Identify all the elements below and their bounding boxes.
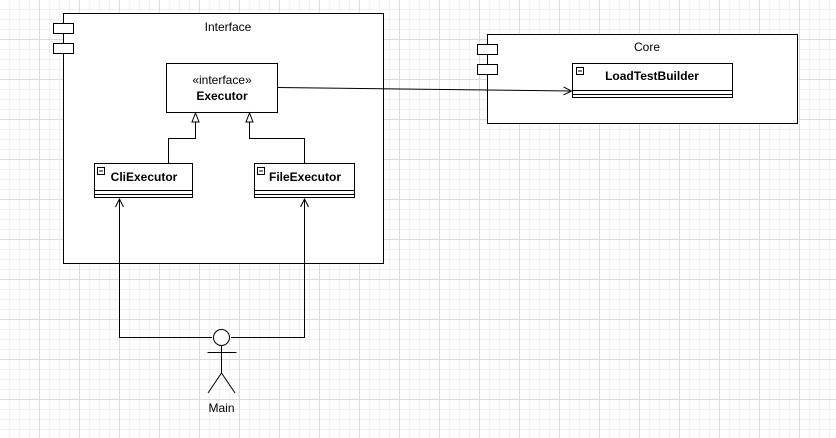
- core-package-title: Core: [634, 40, 660, 54]
- executor-stereotype: «interface»: [192, 73, 252, 87]
- cli-executor-name: CliExecutor: [111, 170, 178, 184]
- actor-stick-figure-icon: [207, 329, 237, 394]
- component-tab-icon: [53, 23, 74, 34]
- component-tab-icon: [477, 44, 498, 55]
- file-executor-class[interactable]: FileExecutor: [254, 163, 355, 198]
- hollow-triangle-arrowhead: [245, 111, 254, 123]
- main-actor[interactable]: Main: [207, 329, 237, 416]
- file-executor-name: FileExecutor: [269, 170, 341, 184]
- hollow-triangle-arrowhead: [191, 111, 200, 123]
- interface-package[interactable]: Interface: [53, 13, 384, 264]
- collapse-icon[interactable]: [97, 167, 105, 175]
- edge-main-to-file[interactable]: [231, 199, 305, 338]
- interface-package-title: Interface: [205, 20, 252, 34]
- dependency-edge-executor-to-builder[interactable]: [277, 88, 572, 92]
- executor-name: Executor: [196, 89, 248, 103]
- cli-executor-class[interactable]: CliExecutor: [94, 163, 193, 198]
- realization-edge-file[interactable]: [245, 111, 305, 164]
- collapse-icon[interactable]: [257, 167, 265, 175]
- load-test-builder-class[interactable]: LoadTestBuilder: [572, 63, 733, 98]
- load-test-builder-name: LoadTestBuilder: [605, 69, 699, 83]
- edge-main-to-cli[interactable]: [120, 199, 213, 338]
- actor-name: Main: [208, 401, 234, 415]
- executor-interface-box[interactable]: «interface» Executor: [166, 63, 278, 113]
- component-tab-icon: [53, 43, 74, 54]
- realization-edge-cli[interactable]: [168, 111, 200, 164]
- component-tab-icon: [477, 64, 498, 75]
- collapse-icon[interactable]: [576, 67, 584, 75]
